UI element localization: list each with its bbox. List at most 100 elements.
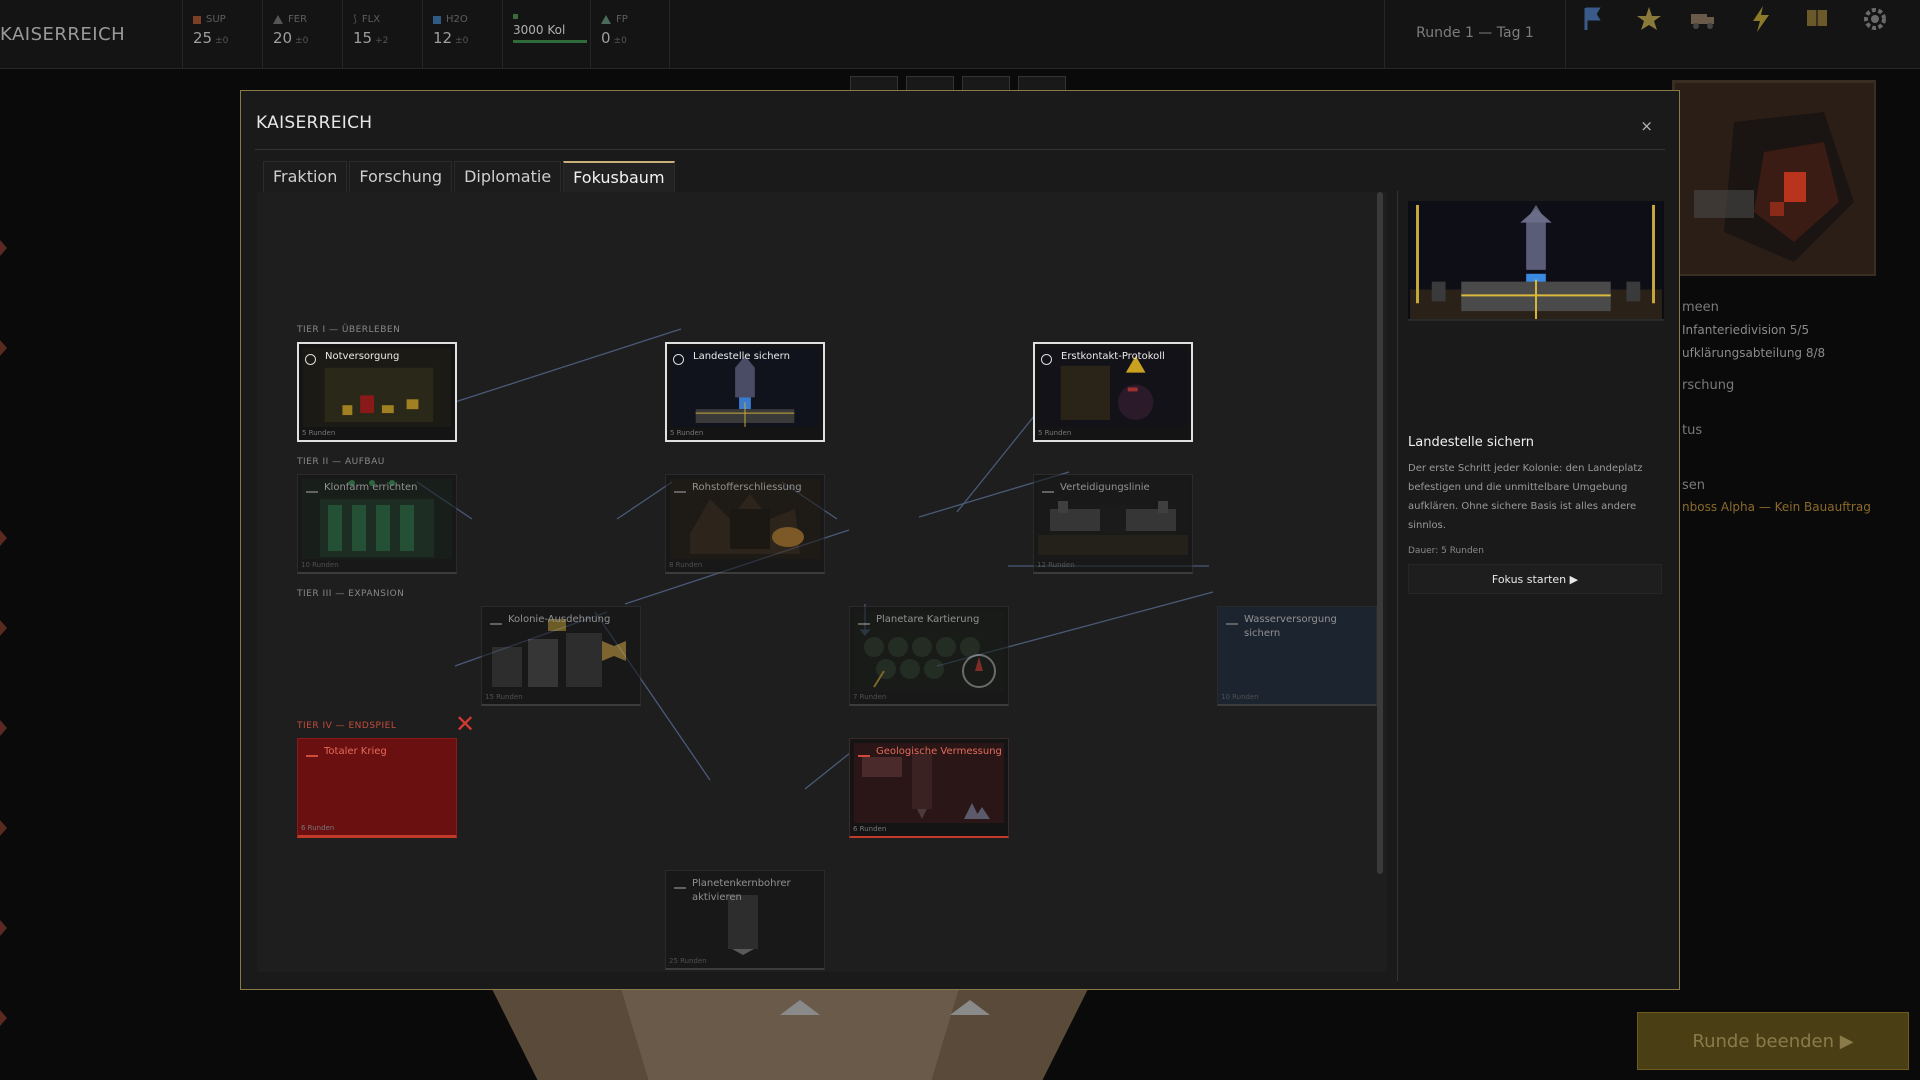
resource-value: 12	[433, 29, 453, 47]
resource-fer[interactable]: FER 20±0	[262, 0, 342, 69]
iron-icon	[273, 15, 283, 24]
unit-item[interactable]: Infanteriedivision 5/5	[1682, 323, 1810, 337]
gear-icon[interactable]	[1860, 4, 1890, 34]
colonist-bar	[513, 40, 587, 43]
focus-tree[interactable]: TIER I — ÜBERLEBEN TIER II — AUFBAU TIER…	[257, 192, 1387, 972]
truck-icon[interactable]	[1688, 4, 1718, 34]
start-focus-button[interactable]: Fokus starten ▶	[1408, 564, 1662, 594]
clone-farm-icon	[302, 479, 452, 559]
terrain-hex-background	[490, 985, 1090, 1080]
armies-heading: meen	[1682, 300, 1719, 315]
tab-fokusbaum[interactable]: Fokusbaum	[563, 161, 675, 193]
resource-value: 25	[193, 29, 213, 47]
focus-duration: 5 Runden	[1038, 429, 1072, 437]
focus-title: Rohstofferschliessung	[692, 482, 802, 493]
focus-duration: 10 Runden	[1221, 693, 1259, 701]
focus-title: Planetare Kartierung	[876, 614, 980, 625]
flag-icon[interactable]	[1578, 4, 1608, 34]
focus-title: Kolonie-Ausdehnung	[508, 614, 611, 625]
resource-flx[interactable]: ⟆FLX 15+2	[342, 0, 422, 69]
focus-node-kolonie[interactable]: Kolonie-Ausdehnung 15 Runden	[481, 606, 641, 706]
focus-duration: 8 Runden	[669, 561, 703, 569]
resource-kol[interactable]: 3000 Kol	[502, 0, 590, 69]
focus-duration: 6 Runden	[853, 825, 887, 833]
tab-diplomatie[interactable]: Diplomatie	[454, 161, 562, 193]
resource-fp[interactable]: FP 0±0	[590, 0, 670, 69]
focus-node-krieg[interactable]: Totaler Krieg 6 Runden	[297, 738, 457, 838]
tab-forschung[interactable]: Forschung	[349, 161, 453, 193]
focus-duration: 5 Runden	[670, 429, 704, 437]
tab-fraktion[interactable]: Fraktion	[263, 161, 348, 193]
focus-node-wasser[interactable]: Wasserversorgung sichern 10 Runden	[1217, 606, 1377, 706]
resource-delta: +2	[375, 36, 389, 46]
colonist-icon	[513, 14, 518, 19]
detail-duration: Dauer: 5 Runden	[1408, 546, 1484, 556]
close-icon[interactable]: ×	[1640, 117, 1653, 135]
focus-node-kartierung[interactable]: Planetare Kartierung 7 Runden	[849, 606, 1009, 706]
focus-node-bohrer[interactable]: Planetenkernbohrer aktivieren 25 Runden	[665, 870, 825, 970]
defense-wall-icon	[1038, 479, 1188, 559]
locked-indicator	[490, 623, 502, 625]
landing-pad-illustration	[1408, 201, 1664, 321]
locked-indicator	[858, 755, 870, 757]
focus-radio[interactable]	[305, 354, 316, 365]
focus-title: Klonfarm errichten	[324, 482, 418, 493]
focus-duration: 10 Runden	[301, 561, 339, 569]
minimap[interactable]	[1672, 80, 1876, 276]
focus-points-icon	[601, 15, 611, 24]
focus-title: Planetenkernbohrer aktivieren	[692, 878, 791, 903]
mining-icon	[670, 479, 820, 559]
focus-duration: 15 Runden	[485, 693, 523, 701]
tier-label: TIER II — AUFBAU	[297, 457, 385, 467]
geology-drill-icon	[854, 743, 1004, 823]
flux-icon: ⟆	[353, 14, 357, 25]
focus-title: Totaler Krieg	[324, 746, 387, 757]
water-icon	[433, 15, 441, 24]
base-item[interactable]: nboss Alpha — Kein Bauauftrag	[1682, 500, 1871, 514]
close-icon[interactable]: ✕	[455, 710, 476, 738]
locked-indicator	[858, 623, 870, 625]
app-title: KAISERREICH	[0, 24, 126, 45]
end-turn-button[interactable]: Runde beenden ▶	[1637, 1012, 1909, 1070]
tree-scrollbar[interactable]	[1377, 192, 1383, 874]
tier-label: TIER I — ÜBERLEBEN	[297, 325, 401, 335]
top-bar: KAISERREICH SUP 25±0 FER 20±0 ⟆FLX 15+2 …	[0, 0, 1920, 69]
resource-h2o[interactable]: H2O 12±0	[422, 0, 502, 69]
tree-connectors	[365, 328, 1214, 790]
supply-icon	[193, 15, 201, 24]
resource-sup[interactable]: SUP 25±0	[182, 0, 262, 69]
modal-title: KAISERREICH	[256, 113, 373, 133]
bases-heading: sen	[1682, 478, 1706, 493]
focus-node-notversorgung[interactable]: Notversorgung 5 Runden	[297, 342, 457, 442]
resource-code: FER	[288, 14, 308, 25]
colony-buildings-icon	[486, 611, 636, 691]
book-icon[interactable]	[1802, 4, 1832, 34]
resource-value: 3000 Kol	[513, 23, 566, 37]
focus-node-landestelle[interactable]: Landestelle sichern 5 Runden	[665, 342, 825, 442]
focus-node-erstkontakt[interactable]: Erstkontakt-Protokoll 5 Runden	[1033, 342, 1193, 442]
focus-node-klonfarm[interactable]: Klonfarm errichten 10 Runden	[297, 474, 457, 574]
locked-indicator	[1042, 491, 1054, 493]
focus-radio[interactable]	[1041, 354, 1052, 365]
resource-value: 20	[273, 29, 293, 47]
resource-delta: ±0	[215, 36, 229, 46]
detail-description: Der erste Schritt jeder Kolonie: den Lan…	[1408, 463, 1643, 531]
focus-radio[interactable]	[673, 354, 684, 365]
core-drill-icon	[670, 875, 820, 955]
focus-node-geologie[interactable]: Geologische Vermessung 6 Runden	[849, 738, 1009, 838]
focus-title: Erstkontakt-Protokoll	[1061, 351, 1165, 362]
focus-detail-panel: Landestelle sichern Der erste Schritt je…	[1397, 191, 1664, 981]
landing-pad-icon	[671, 348, 819, 427]
focus-duration: 25 Runden	[669, 957, 707, 965]
focus-node-verteidigung[interactable]: Verteidigungslinie 12 Runden	[1033, 474, 1193, 574]
divider	[255, 149, 1665, 150]
round-indicator: Runde 1 — Tag 1	[1384, 0, 1566, 69]
focus-node-rohstoff[interactable]: Rohstofferschliessung 8 Runden	[665, 474, 825, 574]
left-edge-markers	[0, 240, 7, 1026]
contact-warning-icon	[1039, 348, 1187, 427]
focus-title: Geologische Vermessung	[876, 746, 1002, 757]
star-icon[interactable]	[1634, 4, 1664, 34]
unit-item[interactable]: ufklärungsabteilung 8/8	[1682, 346, 1826, 360]
lightning-icon[interactable]	[1746, 4, 1776, 34]
focus-title: Wasserversorgung sichern	[1244, 614, 1337, 639]
